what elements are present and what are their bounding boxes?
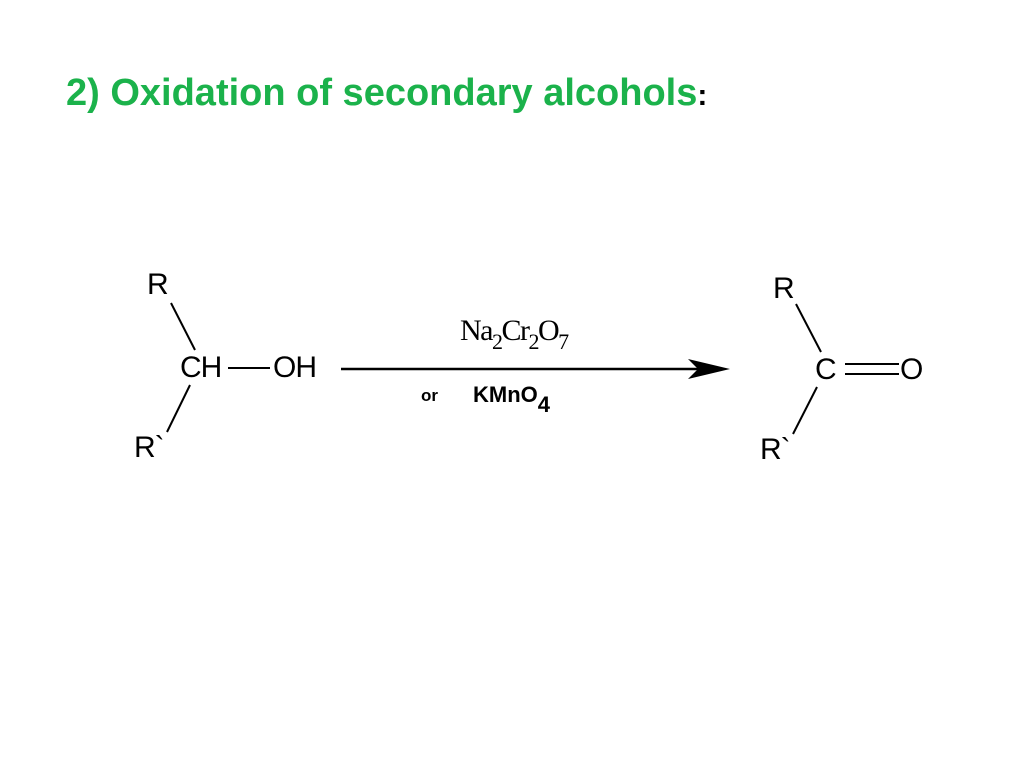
product-r-prime-group: R`: [760, 433, 791, 466]
reactant-r-group: R: [147, 268, 169, 301]
reaction-arrow-head: [688, 359, 730, 379]
product-r-group: R: [773, 272, 795, 305]
reactant-ch: CH: [180, 351, 222, 384]
reagent-potassium-permanganate: KMnO4: [473, 382, 550, 416]
reagent-sodium-dichromate: Na2Cr2O7: [460, 314, 569, 353]
reactant-oh: OH: [273, 351, 317, 384]
product-oxygen: O: [900, 353, 923, 386]
reagent-cr: Cr: [501, 314, 530, 347]
reagent-kmno: KMnO: [473, 382, 538, 407]
reactant-r-prime-group: R`: [134, 431, 165, 464]
reagent-or-label: or: [421, 386, 438, 405]
reagent-na: Na: [460, 314, 493, 347]
title-colon: :: [697, 79, 708, 112]
product-bond-bottom: [792, 386, 818, 435]
reagent-cr-sub: 2: [528, 329, 539, 354]
product-carbon: C: [815, 353, 837, 386]
reactant-bond-top: [170, 302, 196, 351]
slide-title: 2) Oxidation of secondary alcohols:: [66, 70, 707, 119]
reagent-o: O: [537, 314, 560, 347]
reagent-kmno-sub: 4: [537, 392, 551, 417]
reagent-o-sub: 7: [558, 329, 569, 354]
reagent-na-sub: 2: [491, 329, 503, 354]
title-text: 2) Oxidation of secondary alcohols: [66, 72, 698, 114]
product-bond-top: [795, 303, 822, 353]
reactant-bond-bottom: [166, 384, 191, 433]
